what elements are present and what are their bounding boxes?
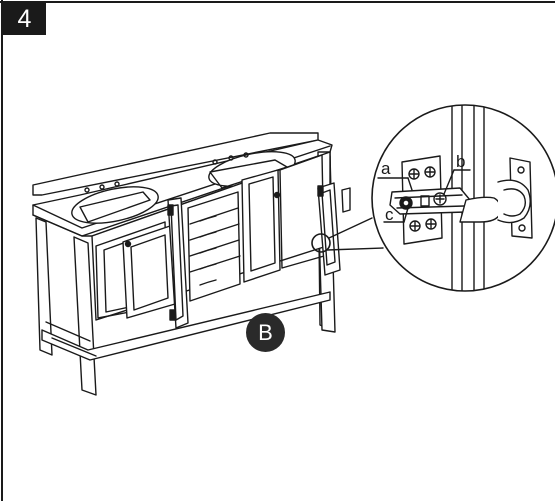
hinge-label-b: b	[456, 152, 466, 171]
hinge-label-c: c	[385, 205, 394, 224]
hinge-location-marker	[311, 233, 331, 253]
hinge-label-a: a	[381, 159, 391, 178]
detail-magnifier-icon	[371, 104, 555, 292]
bottom-shelf	[41, 291, 331, 361]
left-sink	[71, 186, 159, 224]
step-number-badge: 4	[3, 3, 46, 35]
panel-border-top	[0, 1, 555, 3]
callout-part-b: B	[246, 313, 285, 352]
panel-border-left	[1, 0, 3, 501]
